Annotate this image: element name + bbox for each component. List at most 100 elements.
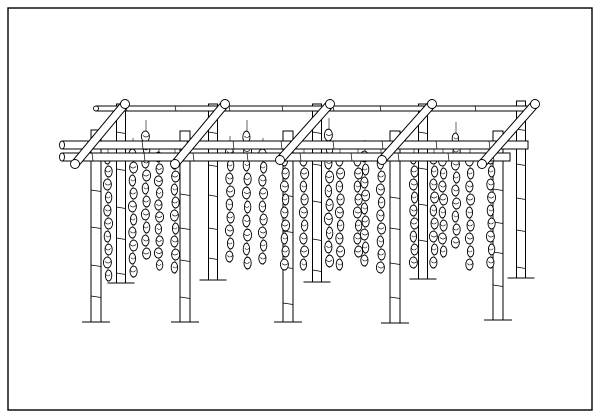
beam-node [246,152,249,162]
fruit-wrinkle [301,198,307,201]
fruit-wrinkle [243,233,251,236]
fruit-wrinkle [227,164,233,167]
dried-fruit [360,254,369,267]
fruit-wrinkle [282,198,288,201]
fruit-wrinkle [155,251,163,254]
fruit-wrinkle [355,224,361,227]
dried-fruit [103,204,112,217]
dried-fruit [243,200,252,214]
dried-fruit [336,219,345,232]
fruit-wrinkle [326,245,332,248]
fruit-wrinkle [453,137,459,140]
fruit-wrinkle [105,196,111,199]
fruit-wrinkle [431,170,437,173]
dried-fruit [466,167,475,180]
dried-fruit [129,265,138,278]
dried-fruit [259,161,268,174]
fruit-wrinkle [243,191,251,194]
fruit-wrinkle [378,214,384,217]
beam-node [299,152,302,162]
dried-fruit [336,167,346,180]
dried-fruit [170,261,179,274]
pole-node [208,164,218,167]
pole-node [312,269,322,272]
pole-node [312,238,322,241]
dried-fruit [128,252,137,265]
pole-node [179,193,191,196]
dried-fruit [377,248,386,261]
dried-fruit [353,232,362,245]
dried-fruit [129,187,138,200]
dried-fruit [354,193,363,206]
dried-fruit [429,204,438,217]
dried-fruit [465,206,474,219]
dried-fruit [102,178,112,191]
fruit-string [334,144,346,271]
dried-fruit [324,240,333,254]
fruit-string [428,142,440,269]
dried-fruit [281,245,290,258]
dried-fruit [141,234,150,247]
fruit-wrinkle [130,257,136,260]
fruit-wrinkle [282,172,288,175]
fruit-wrinkle [453,228,459,231]
dried-fruit [464,232,474,245]
beam-node [141,140,144,150]
fruit-wrinkle [362,259,368,262]
fruit-wrinkle [411,209,417,212]
dried-fruit [375,261,385,274]
fruit-wrinkle [156,191,162,194]
dried-fruit [428,230,438,243]
fruit-wrinkle [488,248,494,251]
dried-fruit [465,180,474,193]
fruit-wrinkle [453,150,459,153]
fruit-wrinkle [466,198,474,201]
dried-fruit [224,224,234,237]
dried-fruit [171,170,181,183]
bamboo-pole [418,103,428,280]
dried-fruit [466,245,475,258]
fruit-wrinkle [155,215,163,218]
dried-fruit [104,217,114,230]
fruit-wrinkle [410,222,418,225]
dried-fruit [300,245,310,258]
beam-node [397,152,400,162]
dried-fruit [486,204,495,217]
pole-node [418,203,428,206]
beam-node [447,152,450,162]
dried-fruit [429,256,438,269]
dried-fruit [259,239,268,252]
brace-end [477,159,487,169]
fruit-wrinkle [227,255,233,258]
pole-node [208,131,218,134]
pole-node [116,168,126,171]
fruit-wrinkle [143,226,149,229]
dried-fruit [466,219,475,232]
dried-fruit [243,228,253,242]
fruit-wrinkle [378,240,384,243]
fruit-wrinkle [362,168,368,171]
bamboo-pole [208,103,218,281]
brace-end [170,159,180,169]
dried-fruit [103,230,112,243]
dried-fruit [299,232,308,245]
beam-node [332,140,335,150]
fruit-wrinkle [354,172,362,175]
fruit-wrinkle [143,161,149,164]
dried-fruit [437,232,447,245]
dried-fruit [360,202,369,215]
dried-fruit [225,250,234,263]
fruit-wrinkle [301,263,307,266]
dried-fruit [430,217,439,230]
fruit-wrinkle [260,218,266,221]
pole-node [282,302,294,305]
dried-fruit [171,248,181,261]
dried-fruit [225,198,234,211]
fruit-wrinkle [452,241,460,244]
dried-fruit [452,171,461,184]
pole-node [389,196,401,199]
fruit-wrinkle [142,135,150,138]
fruit-wrinkle [281,224,289,227]
fruit-wrinkle [325,217,333,220]
